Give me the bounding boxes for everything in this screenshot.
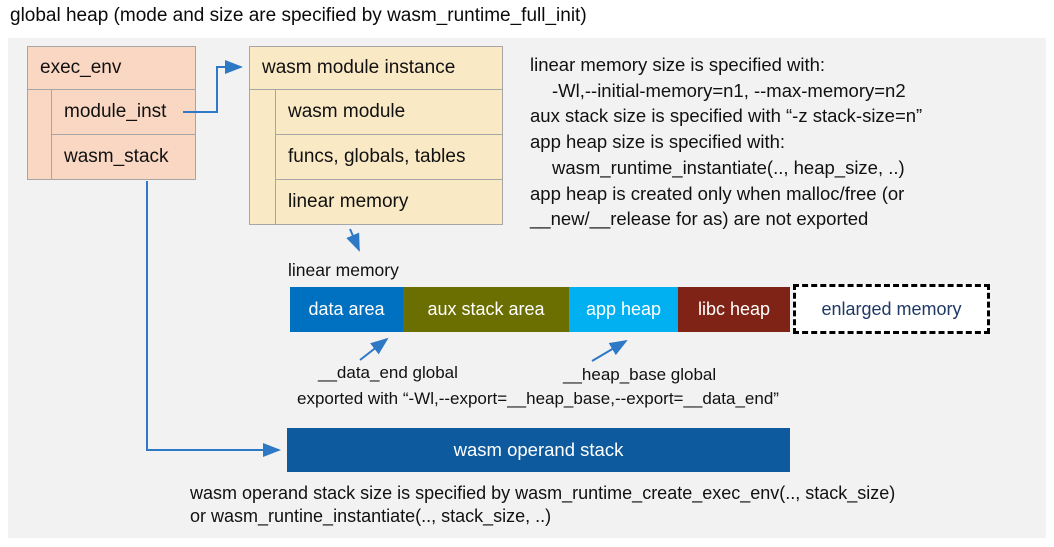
heap-base-global-label: __heap_base global: [563, 365, 717, 384]
linear-memory-label: linear memory: [288, 260, 399, 280]
note-line: wasm operand stack size is specified by …: [190, 483, 896, 503]
wasm-operand-stack-bar: wasm operand stack: [287, 428, 790, 472]
segment-data-area: data area: [290, 287, 403, 332]
note-line: app heap size is specified with:: [530, 131, 786, 153]
module-instance-header: wasm module instance: [250, 47, 502, 90]
exec-env-body: module_inst wasm_stack: [28, 90, 195, 179]
page-title: global heap (mode and size are specified…: [10, 5, 587, 26]
note-line: linear memory size is specified with:: [530, 54, 826, 75]
note-line: -Wl,--initial-memory=n1, --max-memory=n2: [552, 79, 906, 101]
module-instance-field-funcs-globals-tables: funcs, globals, tables: [276, 135, 502, 180]
exec-env-header: exec_env: [28, 47, 195, 90]
notes-bottom: wasm operand stack size is specified by …: [190, 482, 895, 527]
note-line: wasm_runtime_instantiate(.., heap_size, …: [552, 156, 905, 178]
linear-memory-bar: data area aux stack area app heap libc h…: [290, 287, 790, 332]
segment-app-heap: app heap: [569, 287, 678, 332]
data-end-global-label: __data_end global: [318, 363, 458, 382]
module-instance-box: wasm module instance wasm module funcs, …: [249, 46, 503, 225]
segment-enlarged-memory: enlarged memory: [793, 284, 990, 334]
module-instance-field-wasm-module: wasm module: [276, 90, 502, 135]
segment-aux-stack-area: aux stack area: [403, 287, 569, 332]
module-instance-body: wasm module funcs, globals, tables linea…: [250, 90, 502, 224]
segment-libc-heap: libc heap: [678, 287, 790, 332]
exec-env-field-module-inst: module_inst: [52, 90, 195, 135]
module-instance-indent-spacer: [250, 90, 276, 224]
module-instance-field-linear-memory: linear memory: [288, 191, 409, 212]
note-line: or wasm_runtine_instantiate(.., stack_si…: [190, 505, 552, 526]
note-line: aux stack size is specified with “-z sta…: [530, 105, 923, 127]
exec-env-box: exec_env module_inst wasm_stack: [27, 46, 196, 180]
note-line: app heap is created only when malloc/fre…: [530, 182, 905, 204]
exec-env-indent-spacer: [28, 90, 52, 179]
note-line: __new/__release for as) are not exported: [530, 208, 869, 230]
notes-right: linear memory size is specified with: -W…: [530, 52, 1045, 232]
exported-with-label: exported with “-Wl,--export=__heap_base,…: [297, 389, 779, 408]
exec-env-field-wasm-stack: wasm_stack: [64, 146, 169, 167]
